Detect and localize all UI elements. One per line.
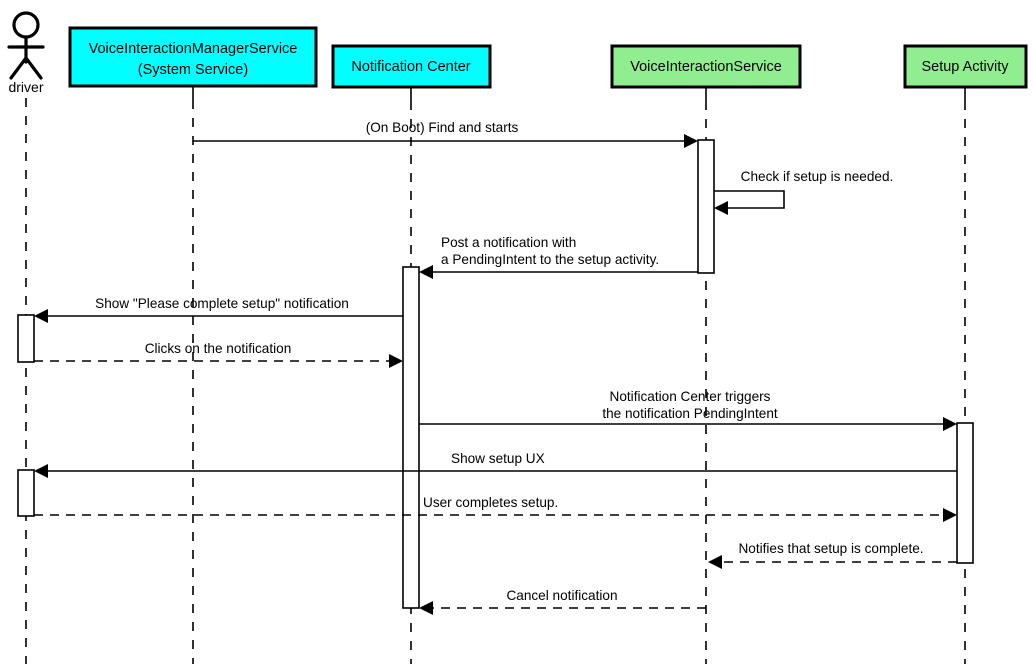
arrowhead-post-a-notification <box>419 265 433 279</box>
participant-vims[interactable]: VoiceInteractionManagerService (System S… <box>68 26 318 88</box>
participant-label-setup-activity: Setup Activity <box>921 59 1009 75</box>
message-label-post-a-notification-line2: a PendingIntent to the setup activity. <box>441 252 659 267</box>
actor-right-leg-icon <box>24 56 43 80</box>
arrowhead-show-notification <box>34 309 48 323</box>
message-clicks-on-the-notification: Clicks on the notification <box>34 341 403 368</box>
message-label-show-notification: Show "Please complete setup" notificatio… <box>95 296 349 311</box>
arrowhead-clicks-on-the-notification <box>389 354 403 368</box>
message-on-boot-find-and-starts: (On Boot) Find and starts <box>193 120 698 148</box>
message-post-a-notification: Post a notification with a PendingIntent… <box>419 235 698 279</box>
message-show-please-complete-setup-notification: Show "Please complete setup" notificatio… <box>34 296 403 323</box>
message-label-cancel-notification: Cancel notification <box>506 588 617 603</box>
message-notifies-that-setup-is-complete: Notifies that setup is complete. <box>708 541 957 569</box>
activation-voice-interaction-service <box>697 139 715 274</box>
message-label-show-setup-ux: Show setup UX <box>451 451 545 466</box>
participant-label-voice-interaction-service: VoiceInteractionService <box>630 59 782 75</box>
message-label-check-if-setup-is-needed: Check if setup is needed. <box>741 169 894 184</box>
participant-box-vims[interactable] <box>68 26 318 88</box>
message-label-notifies-setup-complete: Notifies that setup is complete. <box>738 541 923 556</box>
arrowhead-show-setup-ux <box>34 464 48 478</box>
message-label-triggers-line2: the notification PendingIntent <box>602 406 778 421</box>
message-notification-center-triggers-pendingintent: Notification Center triggers the notific… <box>419 389 957 431</box>
arrowhead-notifies-setup-complete <box>708 555 722 569</box>
message-label-user-completes-setup: User completes setup. <box>423 495 558 510</box>
participant-label-notification-center: Notification Center <box>351 59 470 75</box>
actor-head-icon <box>12 11 40 39</box>
message-label-on-boot-find-and-starts: (On Boot) Find and starts <box>366 120 519 135</box>
activation-notification-center <box>402 266 420 609</box>
activation-setup-activity <box>956 422 974 564</box>
participant-label-vims-line2: (System Service) <box>138 62 248 78</box>
participant-voice-interaction-service[interactable]: VoiceInteractionService <box>610 44 802 89</box>
participant-box-setup-activity[interactable] <box>903 44 1028 89</box>
participant-box-voice-interaction-service[interactable] <box>610 44 802 89</box>
arrowhead-user-completes-setup <box>943 508 957 522</box>
participant-box-notification-center[interactable] <box>331 44 492 89</box>
message-label-post-a-notification-line1: Post a notification with <box>441 235 576 250</box>
participant-label-vims-line1: VoiceInteractionManagerService <box>89 41 298 57</box>
actor-left-leg-icon <box>9 56 28 80</box>
activation-driver-second <box>17 469 35 517</box>
arrowhead-self-check <box>714 201 728 215</box>
actor-driver: driver <box>7 11 45 95</box>
arrowhead-triggers-pendingintent <box>943 417 957 431</box>
message-label-triggers-line1: Notification Center triggers <box>610 389 771 404</box>
participant-setup-activity[interactable]: Setup Activity <box>903 44 1028 89</box>
message-show-setup-ux: Show setup UX <box>34 451 957 478</box>
message-label-clicks-on-the-notification: Clicks on the notification <box>145 341 292 356</box>
message-check-if-setup-is-needed: Check if setup is needed. <box>714 169 893 215</box>
message-user-completes-setup: User completes setup. <box>34 495 957 522</box>
arrowhead-cancel-notification <box>419 601 433 615</box>
message-cancel-notification: Cancel notification <box>419 588 706 615</box>
activation-driver-first <box>17 314 35 363</box>
actor-label: driver <box>8 79 43 95</box>
message-line-self-check <box>714 190 785 209</box>
arrowhead-on-boot <box>684 134 698 148</box>
participant-notification-center[interactable]: Notification Center <box>331 44 492 89</box>
